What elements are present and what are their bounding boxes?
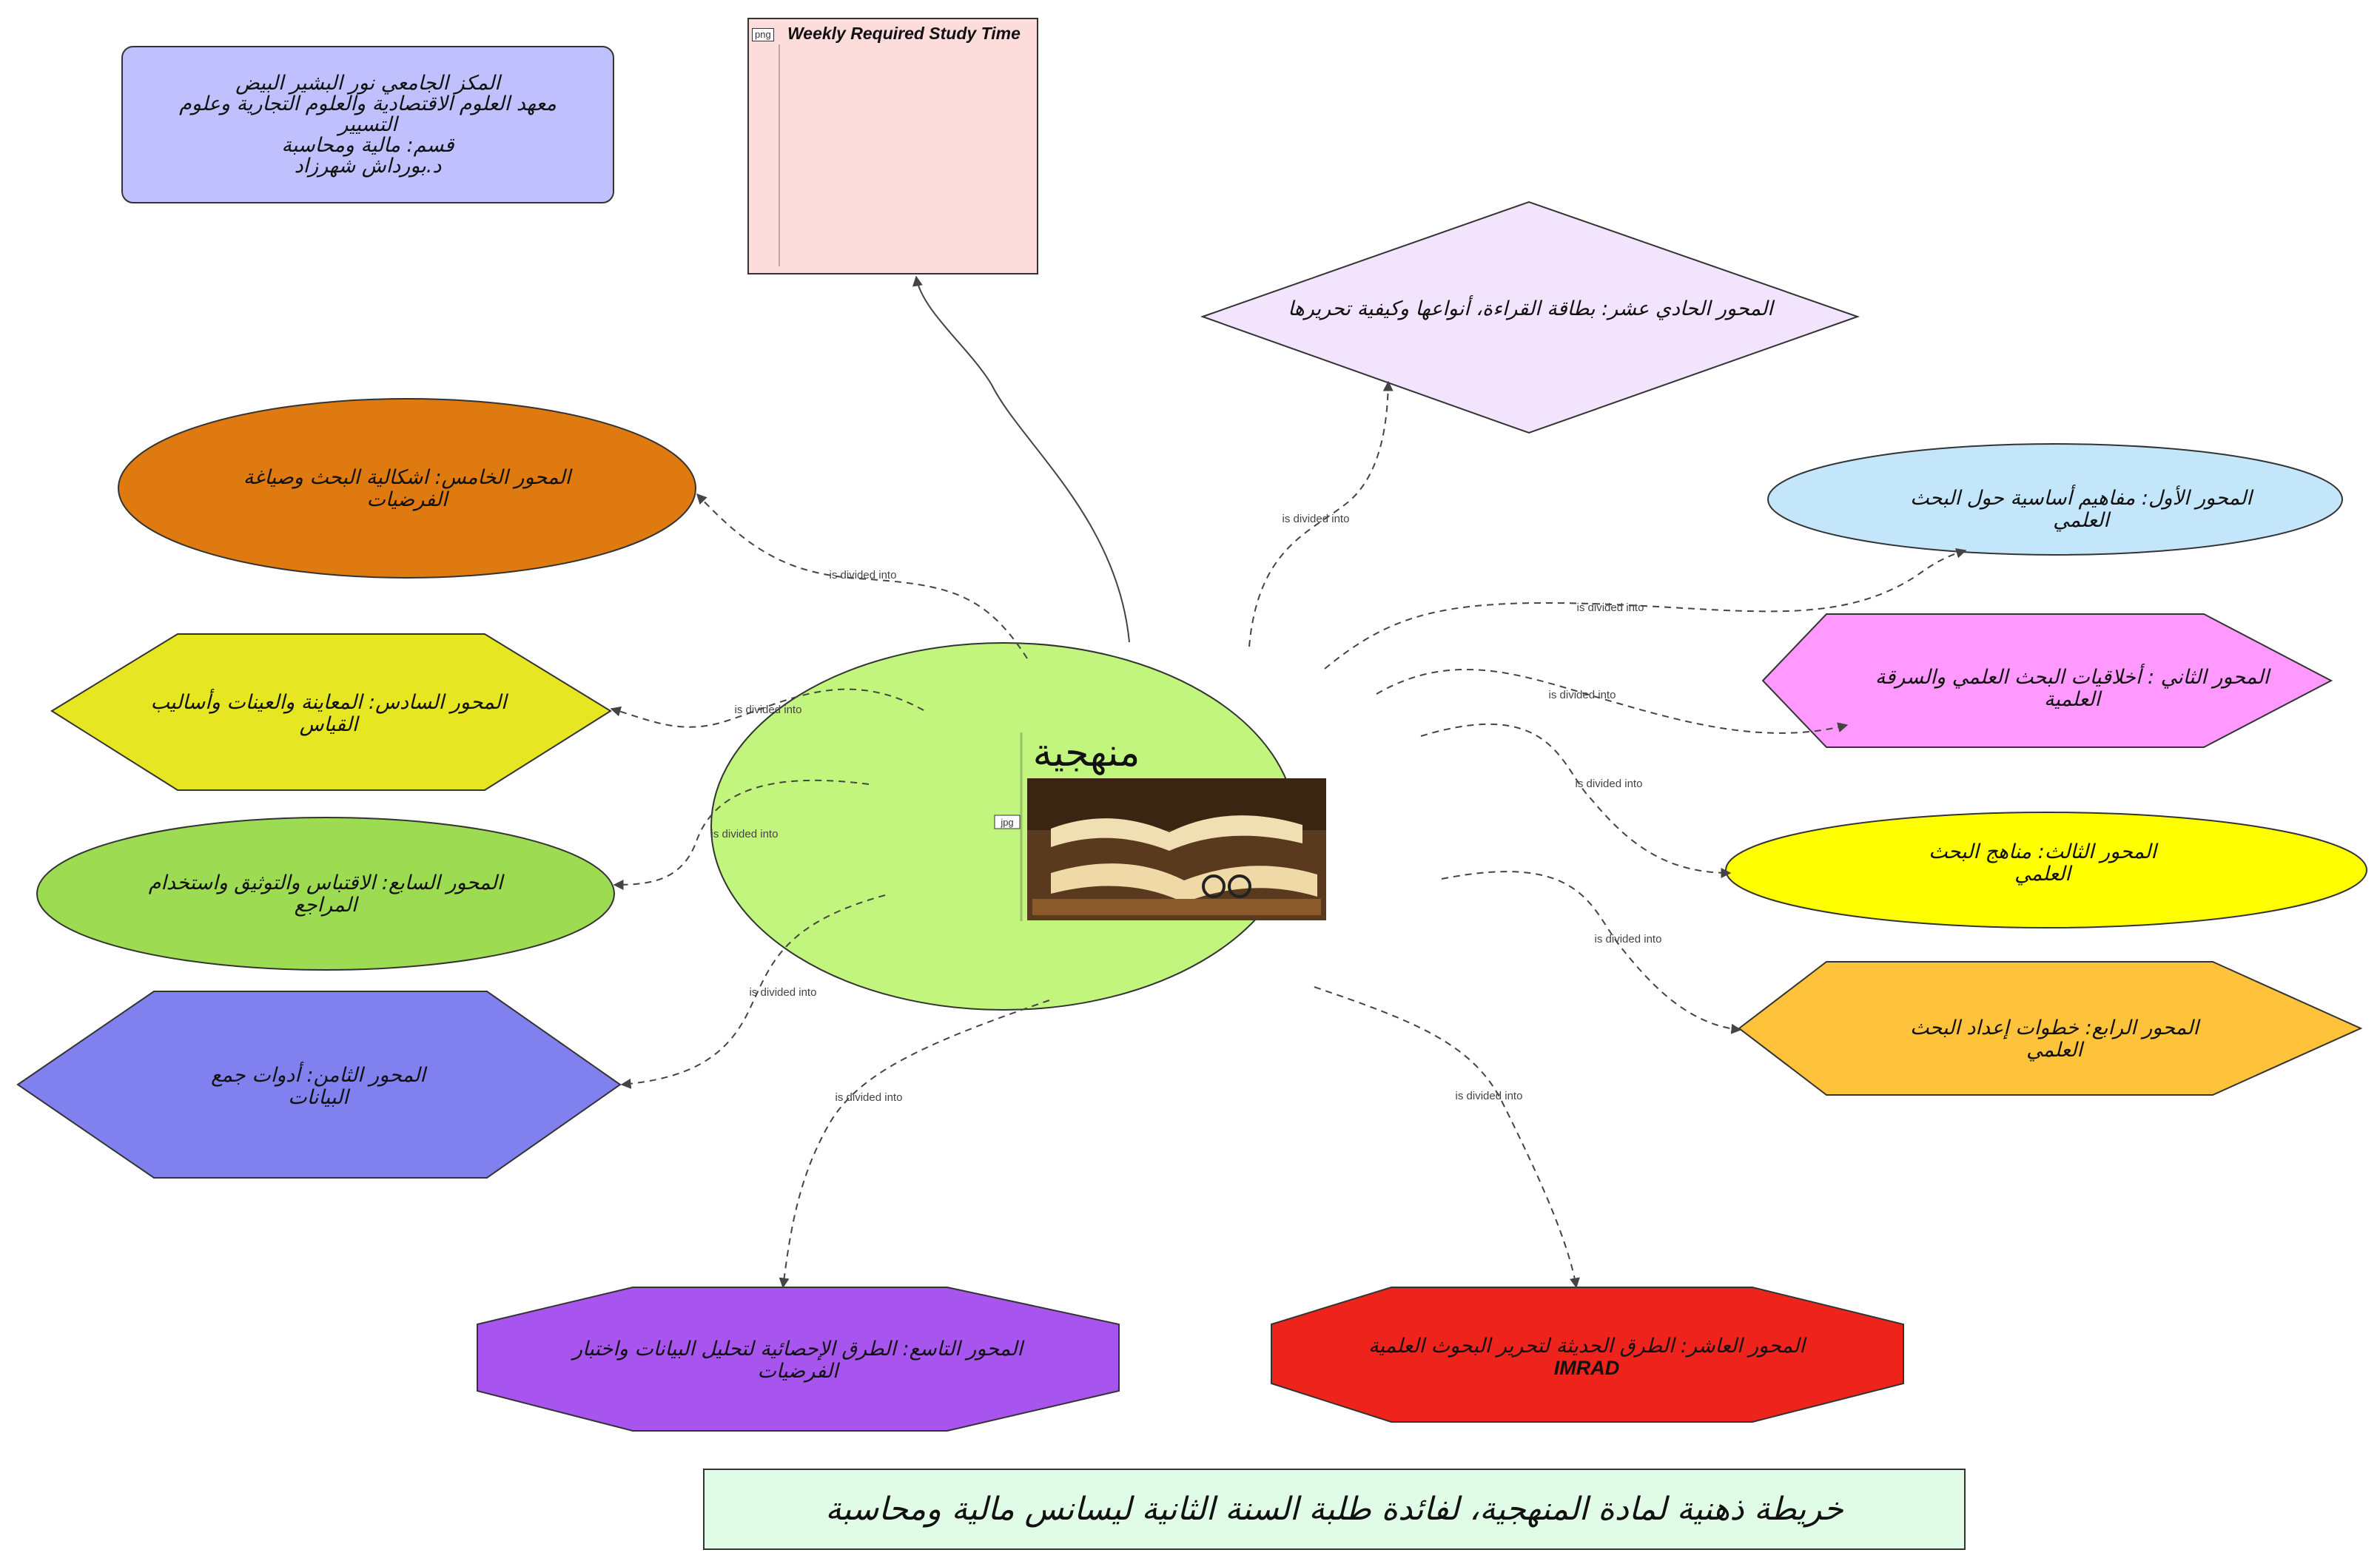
center-title: منهجية [1033, 731, 1140, 775]
edge-axis-5 [696, 493, 1028, 659]
map-title-box: خريطة ذهنية لمادة المنهجية، لفائدة طلبة … [703, 1469, 1966, 1550]
axis-8-node[interactable] [16, 991, 622, 1179]
axis-11-label: المحور الحادي عشر: بطاقة القراءة، أنواعه… [1288, 295, 1775, 320]
edge-axis-2 [1376, 669, 1849, 734]
edge-label-axis-5: is divided into [830, 569, 897, 582]
edge-axis-4 [1441, 871, 1742, 1034]
clock-image-tag: png [752, 28, 774, 41]
axis-4-node[interactable] [1738, 961, 2363, 1096]
edge-label-axis-4: is divided into [1595, 933, 1662, 946]
edge-axis-6 [610, 688, 924, 728]
axis-5-node[interactable] [118, 398, 696, 579]
axis-9-label: المحور التاسع: الطرق الإحصائية لتحليل ال… [571, 1338, 1026, 1383]
edge-label-axis-11: is divided into [1283, 513, 1350, 525]
axis-2-label: المحور الثاني : أخلاقيات البحث العلمي وا… [1875, 664, 2272, 711]
edge-axis-9 [779, 1000, 1050, 1289]
axis-2-node[interactable] [1761, 613, 2333, 748]
books-image [1027, 778, 1326, 920]
edge-label-axis-10: is divided into [1456, 1090, 1523, 1102]
edge-axis-1 [1324, 548, 1967, 670]
edge-label-axis-6: is divided into [735, 704, 802, 716]
axis-1-node[interactable] [1767, 443, 2343, 556]
study-time-title: Weekly Required Study Time [787, 24, 1021, 43]
axis-7-label: المحور السابع: الاقتباس والتوثيق واستخدا… [149, 872, 505, 917]
study-time-note[interactable]: png Weekly Required Study Time [747, 18, 1038, 274]
map-title: خريطة ذهنية لمادة المنهجية، لفائدة طلبة … [825, 1491, 1843, 1528]
edge-label-axis-9: is divided into [836, 1091, 903, 1104]
edge-label-axis-2: is divided into [1549, 689, 1616, 701]
edge-axis-7 [613, 779, 870, 890]
institution-text: المكز الجامعي نور البشير البيض معهد العل… [179, 71, 557, 178]
edge-axis-3 [1420, 723, 1732, 878]
center-image-tag: jpg [1000, 817, 1013, 828]
axis-7-node[interactable] [36, 817, 615, 971]
edge-axis-11 [1248, 380, 1394, 647]
axis-10-label: المحور العاشر: الطرق الحديثة لتحرير البح… [1368, 1335, 1807, 1379]
edge-to-clock [912, 275, 1130, 643]
edge-axis-10 [1314, 986, 1580, 1289]
edge-label-axis-7: is divided into [711, 828, 779, 840]
axis-6-label: المحور السادس: المعاينة والعينات وأساليب… [151, 689, 509, 736]
axis-10-node[interactable] [1271, 1287, 1904, 1423]
edge-axis-8 [620, 894, 886, 1089]
axis-11-node[interactable] [1200, 200, 1860, 434]
edge-label-axis-1: is divided into [1577, 601, 1644, 614]
center-image-tag-box [994, 815, 1021, 829]
axis-9-node[interactable] [477, 1287, 1120, 1432]
edge-label-axis-3: is divided into [1576, 778, 1643, 790]
edge-label-axis-8: is divided into [750, 986, 817, 999]
institution-box: المكز الجامعي نور البشير البيض معهد العل… [121, 46, 614, 203]
note-divider [779, 44, 780, 266]
